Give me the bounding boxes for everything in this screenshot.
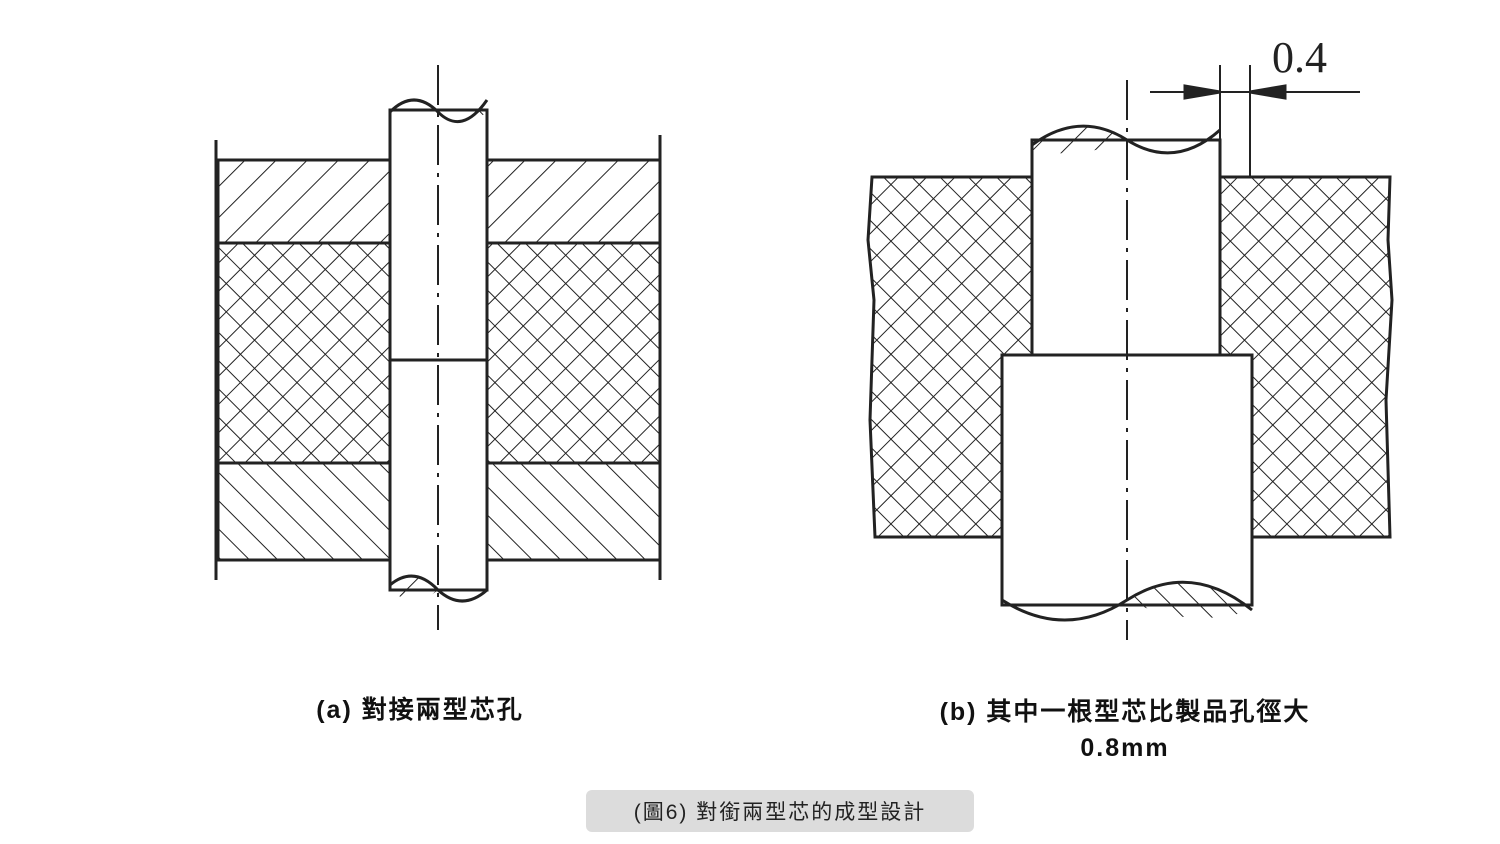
figure-a [214, 65, 662, 630]
caption-b-line1: (b) 其中一根型芯比製品孔徑大 [939, 698, 1311, 726]
figure-b [866, 65, 1394, 640]
caption-b-line2: 0.8mm [1080, 734, 1170, 762]
caption-b: (b) 其中一根型芯比製品孔徑大 0.8mm [890, 694, 1360, 766]
dimension-label: 0.4 [1272, 33, 1327, 82]
figure-title: (圖6) 對銜兩型芯的成型設計 [586, 790, 974, 832]
caption-a: (a) 對接兩型芯孔 [316, 696, 524, 724]
